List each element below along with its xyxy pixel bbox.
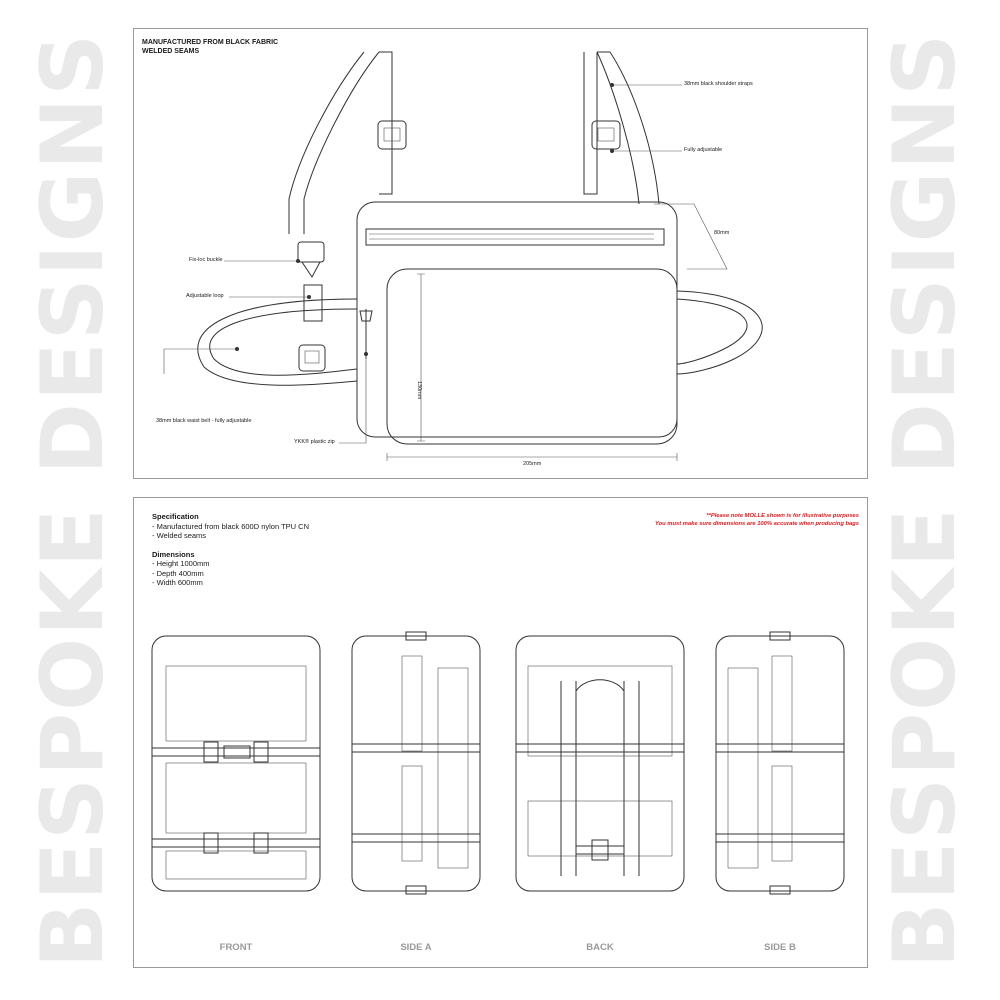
chest-rig-drawing (163, 51, 763, 461)
callout-waist-belt: 38mm black waist belt - fully adjustable (156, 418, 252, 424)
callout-adjustable: Fully adjustable (684, 147, 723, 153)
header-line-1: MANUFACTURED FROM BLACK FABRIC (142, 39, 279, 46)
dimensions-title: Dimensions (152, 549, 195, 559)
callout-loop: Adjustable loop (186, 293, 224, 299)
callout-height: 130mm (416, 381, 422, 400)
dimension-item: - Height 1000mm (152, 559, 210, 568)
watermark-text: BESPOKE DESIGNS (875, 31, 975, 969)
panel-header: MANUFACTURED FROM BLACK FABRIC WELDED SE… (142, 38, 278, 56)
note-line-1: **Please note MOLLE shown is for illustr… (706, 513, 859, 519)
spec-views-panel: Specification - Manufactured from black … (133, 497, 868, 968)
view-label-front: FRONT (219, 942, 253, 953)
specification-block: Specification - Manufactured from black … (152, 512, 309, 588)
front-view (151, 635, 321, 892)
header-line-2: WELDED SEAMS (142, 48, 200, 55)
spec-item: - Welded seams (152, 531, 207, 540)
molle-note: **Please note MOLLE shown is for illustr… (655, 512, 859, 528)
view-label-back: BACK (586, 942, 614, 953)
spec-item: - Manufactured from black 600D nylon TPU… (152, 521, 310, 531)
dimension-item: - Width 600mm (152, 578, 203, 587)
side-a-view (351, 631, 481, 895)
callout-zip: YKK® plastic zip (294, 439, 335, 445)
watermark-text: BESPOKE DESIGNS (23, 31, 123, 969)
note-line-2: You must make sure dimensions are 100% a… (654, 521, 859, 527)
spec-title: Specification (152, 512, 199, 521)
watermark-left: BESPOKE DESIGNS (23, 0, 123, 1000)
product-drawing-panel: MANUFACTURED FROM BLACK FABRIC WELDED SE… (133, 28, 868, 479)
callout-shoulder-straps: 38mm black shoulder straps (684, 81, 753, 87)
callout-depth: 80mm (714, 230, 730, 236)
back-view (515, 635, 685, 892)
watermark-right: BESPOKE DESIGNS (875, 0, 975, 1000)
callout-width: 205mm (523, 461, 542, 467)
view-label-side-a: SIDE A (400, 942, 432, 953)
dimension-item: - Depth 400mm (152, 568, 204, 578)
view-label-side-b: SIDE B (764, 942, 796, 953)
side-b-view (715, 631, 845, 895)
bag-views-drawing (151, 631, 845, 895)
callout-buckle: Fix-loc buckle (189, 257, 223, 263)
